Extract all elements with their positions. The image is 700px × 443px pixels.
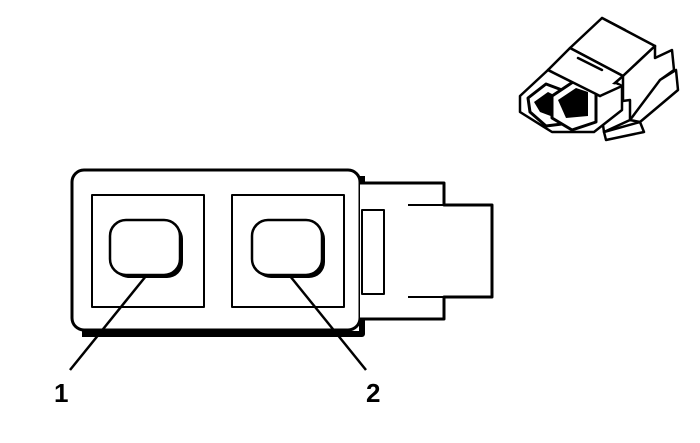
leader-line-1 <box>69 275 147 371</box>
terminal-1-opening <box>108 218 182 277</box>
connector-latch-inner <box>361 209 385 295</box>
terminal-2-opening <box>250 218 324 277</box>
callout-label-2: 2 <box>366 378 380 408</box>
connector-face-view <box>69 168 494 371</box>
callout-label-1: 1 <box>54 378 68 408</box>
connector-latch <box>360 181 494 321</box>
connector-isometric-icon <box>518 16 680 142</box>
leader-line-2 <box>289 275 367 371</box>
